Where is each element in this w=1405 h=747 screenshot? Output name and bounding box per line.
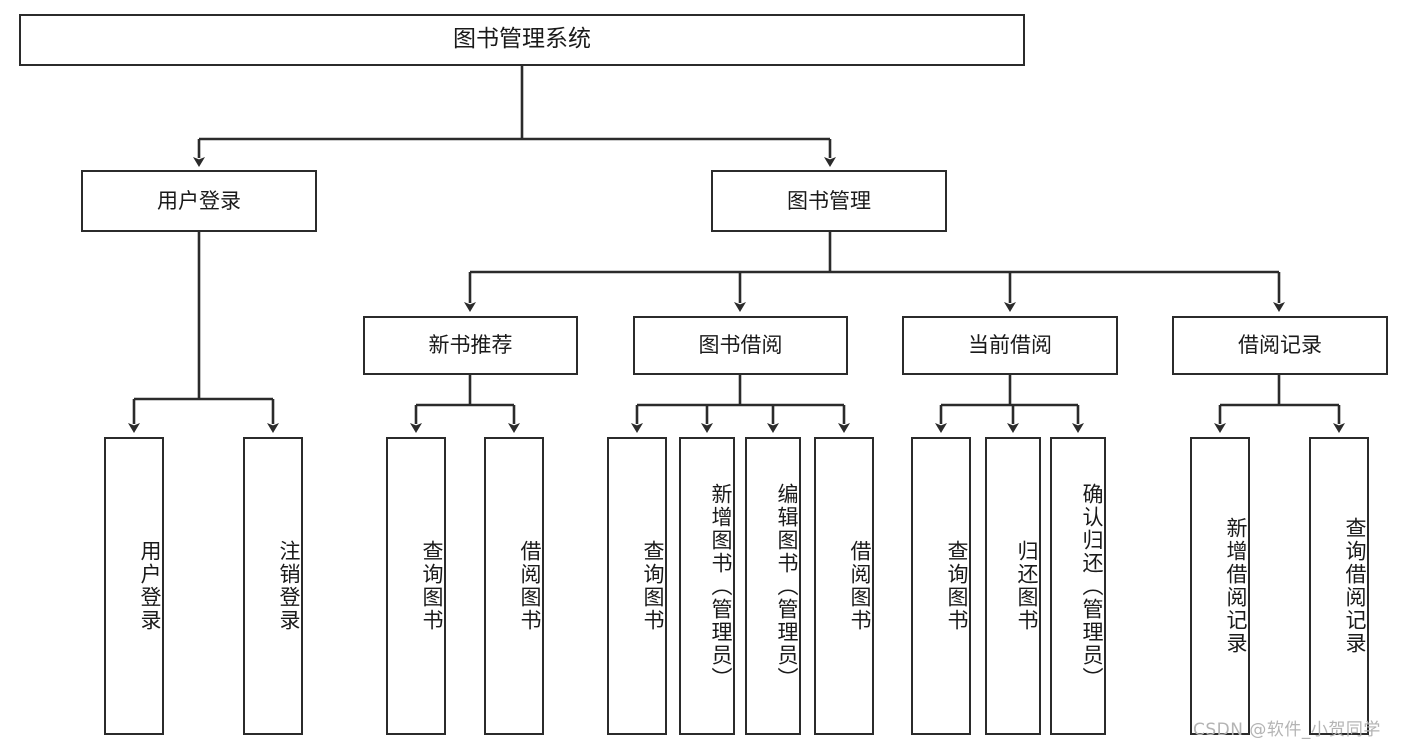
node-leaf-return-book-label: 归还图书 <box>1015 540 1039 632</box>
node-leaf-borrow-book-2[interactable]: 借阅图书 <box>814 437 874 735</box>
node-leaf-query-book-1-label: 查询图书 <box>420 540 444 632</box>
node-leaf-user-logout[interactable]: 注销登录 <box>243 437 303 735</box>
node-leaf-edit-book-label: 编辑图书（管理员） <box>775 482 799 690</box>
node-borrow-record[interactable]: 借阅记录 <box>1172 316 1388 375</box>
node-leaf-query-borrow-record-label: 查询借阅记录 <box>1343 517 1367 655</box>
node-leaf-user-login[interactable]: 用户登录 <box>104 437 164 735</box>
node-user-login[interactable]: 用户登录 <box>81 170 317 232</box>
node-leaf-borrow-book-1[interactable]: 借阅图书 <box>484 437 544 735</box>
node-book-manage-label: 图书管理 <box>787 188 871 213</box>
node-user-login-label: 用户登录 <box>157 188 241 213</box>
node-leaf-borrow-book-2-label: 借阅图书 <box>848 540 872 632</box>
node-current-borrow-label: 当前借阅 <box>968 333 1052 358</box>
node-leaf-borrow-book-1-label: 借阅图书 <box>518 540 542 632</box>
node-leaf-query-book-2-label: 查询图书 <box>641 540 665 632</box>
node-root[interactable]: 图书管理系统 <box>19 14 1025 66</box>
node-leaf-query-book-3[interactable]: 查询图书 <box>911 437 971 735</box>
node-root-label: 图书管理系统 <box>453 26 591 53</box>
node-leaf-add-book-label: 新增图书（管理员） <box>709 482 733 690</box>
node-leaf-query-book-3-label: 查询图书 <box>945 540 969 632</box>
node-book-manage[interactable]: 图书管理 <box>711 170 947 232</box>
node-current-borrow[interactable]: 当前借阅 <box>902 316 1118 375</box>
node-borrow-record-label: 借阅记录 <box>1238 333 1322 358</box>
node-leaf-add-borrow-record-label: 新增借阅记录 <box>1224 517 1248 655</box>
node-new-book-recommend[interactable]: 新书推荐 <box>363 316 578 375</box>
node-book-borrow-label: 图书借阅 <box>698 333 783 358</box>
node-leaf-add-borrow-record[interactable]: 新增借阅记录 <box>1190 437 1250 735</box>
node-leaf-add-book[interactable]: 新增图书（管理员） <box>679 437 735 735</box>
csdn-watermark: CSDN @软件_小贺同学 <box>1193 720 1381 740</box>
node-leaf-query-book-2[interactable]: 查询图书 <box>607 437 667 735</box>
node-leaf-query-borrow-record[interactable]: 查询借阅记录 <box>1309 437 1369 735</box>
node-leaf-return-book[interactable]: 归还图书 <box>985 437 1041 735</box>
node-leaf-confirm-return[interactable]: 确认归还（管理员） <box>1050 437 1106 735</box>
node-book-borrow[interactable]: 图书借阅 <box>633 316 848 375</box>
node-leaf-query-book-1[interactable]: 查询图书 <box>386 437 446 735</box>
node-new-book-recommend-label: 新书推荐 <box>428 333 513 358</box>
node-leaf-confirm-return-label: 确认归还（管理员） <box>1080 482 1104 690</box>
node-leaf-edit-book[interactable]: 编辑图书（管理员） <box>745 437 801 735</box>
node-leaf-user-logout-label: 注销登录 <box>277 540 301 632</box>
node-leaf-user-login-label: 用户登录 <box>138 540 162 632</box>
